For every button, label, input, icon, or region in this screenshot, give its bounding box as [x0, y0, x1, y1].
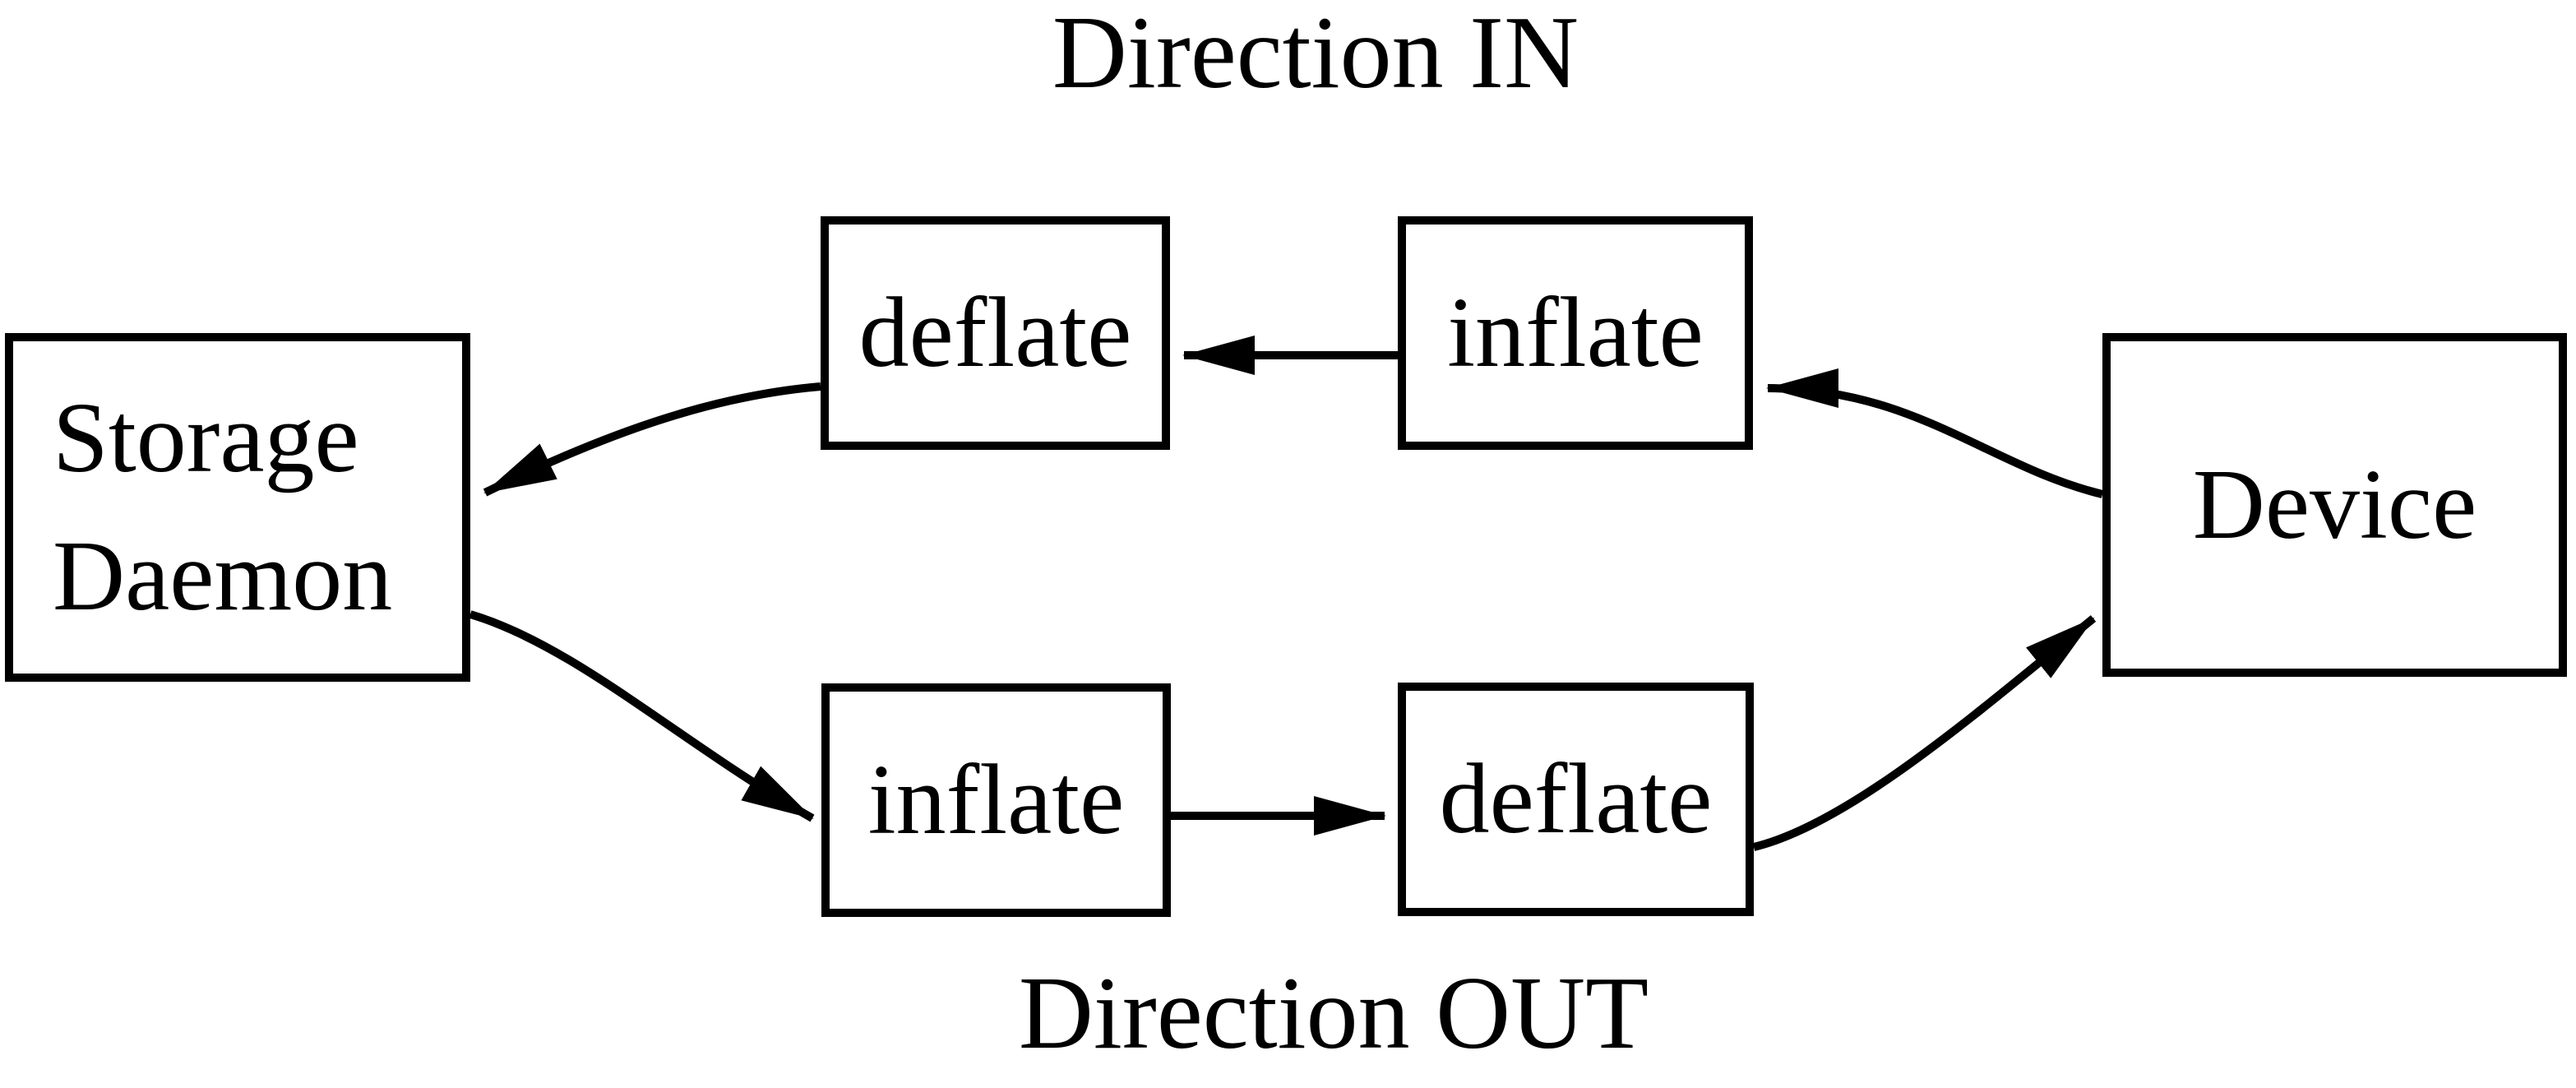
- arrow-deflate-top-to-storage-daemon: [483, 382, 821, 497]
- node-inflate-in: inflate: [1398, 216, 1753, 450]
- node-storage-daemon: Storage Daemon: [5, 333, 470, 682]
- deflate-in-label: deflate: [858, 276, 1132, 388]
- device-label: Device: [2192, 448, 2477, 560]
- inflate-in-label: inflate: [1447, 276, 1704, 388]
- node-inflate-out: inflate: [821, 683, 1171, 917]
- title-direction-in: Direction IN: [1052, 0, 1579, 110]
- node-device: Device: [2102, 333, 2567, 677]
- inflate-out-label: inflate: [867, 743, 1125, 855]
- arrow-deflate-bottom-to-device: [1752, 615, 2097, 851]
- storage-daemon-label-line1: Storage: [53, 382, 359, 493]
- node-deflate-out: deflate: [1398, 683, 1754, 916]
- arrow-device-to-inflate-top: [1766, 368, 2104, 498]
- title-direction-out: Direction OUT: [1018, 956, 1649, 1071]
- storage-daemon-label-line2: Daemon: [53, 521, 393, 632]
- node-deflate-in: deflate: [821, 216, 1170, 450]
- arrow-storage-daemon-to-inflate-bottom: [469, 610, 815, 822]
- deflate-out-label: deflate: [1439, 743, 1713, 854]
